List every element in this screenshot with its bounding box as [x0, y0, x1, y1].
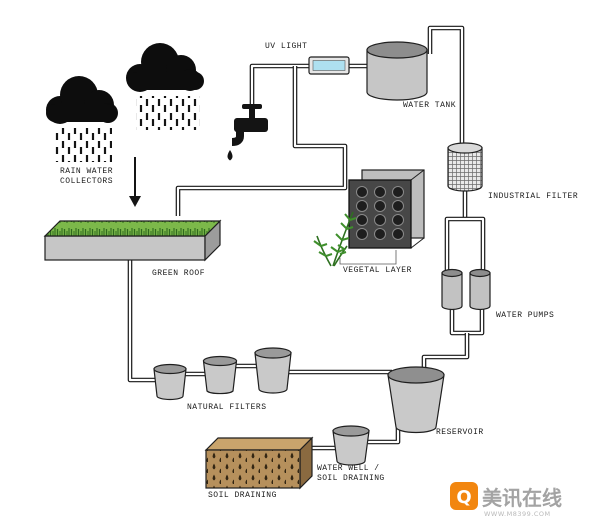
natural-filter-3: [254, 347, 292, 394]
down-arrow-icon: [129, 157, 141, 207]
pipe-uv-to-faucet: [249, 63, 311, 118]
green-roof-label: GREEN ROOF: [152, 269, 205, 278]
water-pumps-label: WATER PUMPS: [496, 311, 554, 320]
rain-drops-right: [136, 96, 200, 130]
pipe-split-to-pumps: [444, 216, 486, 275]
rain-drops-left: [54, 128, 112, 162]
pipes: [127, 25, 486, 451]
rain-cloud-small: [46, 76, 118, 124]
rain-water-collectors-label-line1: RAIN WATER: [60, 167, 113, 176]
pipe-middle-distribution: [175, 66, 348, 216]
pipe-well-to-reservoir: [368, 424, 401, 445]
water-well-label-line1: WATER WELL /: [317, 464, 379, 473]
green-roof-grass: [43, 220, 222, 237]
rain-cloud-large: [126, 43, 204, 92]
pipe-merge-to-reservoir: [421, 333, 470, 372]
green-roof: [43, 219, 222, 262]
water-tank: [366, 41, 428, 101]
vegetal-layer-label: VEGETAL LAYER: [343, 266, 412, 275]
watermark-brand: 美讯在线: [482, 486, 562, 510]
watermark-logo-letter: Q: [456, 487, 471, 508]
rain-water-collectors-label-line2: COLLECTORS: [60, 177, 113, 186]
water-pump-2: [469, 268, 491, 311]
uv-light-device: [308, 56, 350, 75]
natural-filter-2: [202, 355, 238, 395]
soil-draining-box: [204, 436, 314, 490]
natural-filters-label: NATURAL FILTERS: [187, 403, 267, 412]
faucet-icon: [227, 104, 268, 161]
watermark-url: WWW.M8399.COM: [484, 510, 551, 518]
water-drop-icon: [227, 150, 233, 161]
uv-light-label: UV LIGHT: [265, 42, 307, 51]
watermark-logo: [450, 482, 478, 510]
vegetal-layer-panel: [348, 169, 425, 249]
water-well-label-line2: SOIL DRAINING: [317, 474, 385, 483]
natural-filter-1: [153, 363, 187, 401]
water-tank-label: WATER TANK: [403, 101, 456, 110]
fern-icon: [313, 211, 357, 267]
water-well: [332, 425, 370, 466]
vegetal-layer-leader-lines: [339, 250, 397, 265]
pipe-tank-to-filter: [427, 25, 465, 146]
reservoir: [387, 366, 445, 434]
industrial-filter: [447, 142, 483, 192]
industrial-filter-label: INDUSTRIAL FILTER: [488, 192, 578, 201]
water-pump-1: [441, 268, 463, 311]
reservoir-label: RESERVOIR: [436, 428, 484, 437]
soil-draining-label: SOIL DRAINING: [208, 491, 277, 500]
watermark: Q 美讯在线 WWW.M8399.COM: [450, 482, 562, 518]
